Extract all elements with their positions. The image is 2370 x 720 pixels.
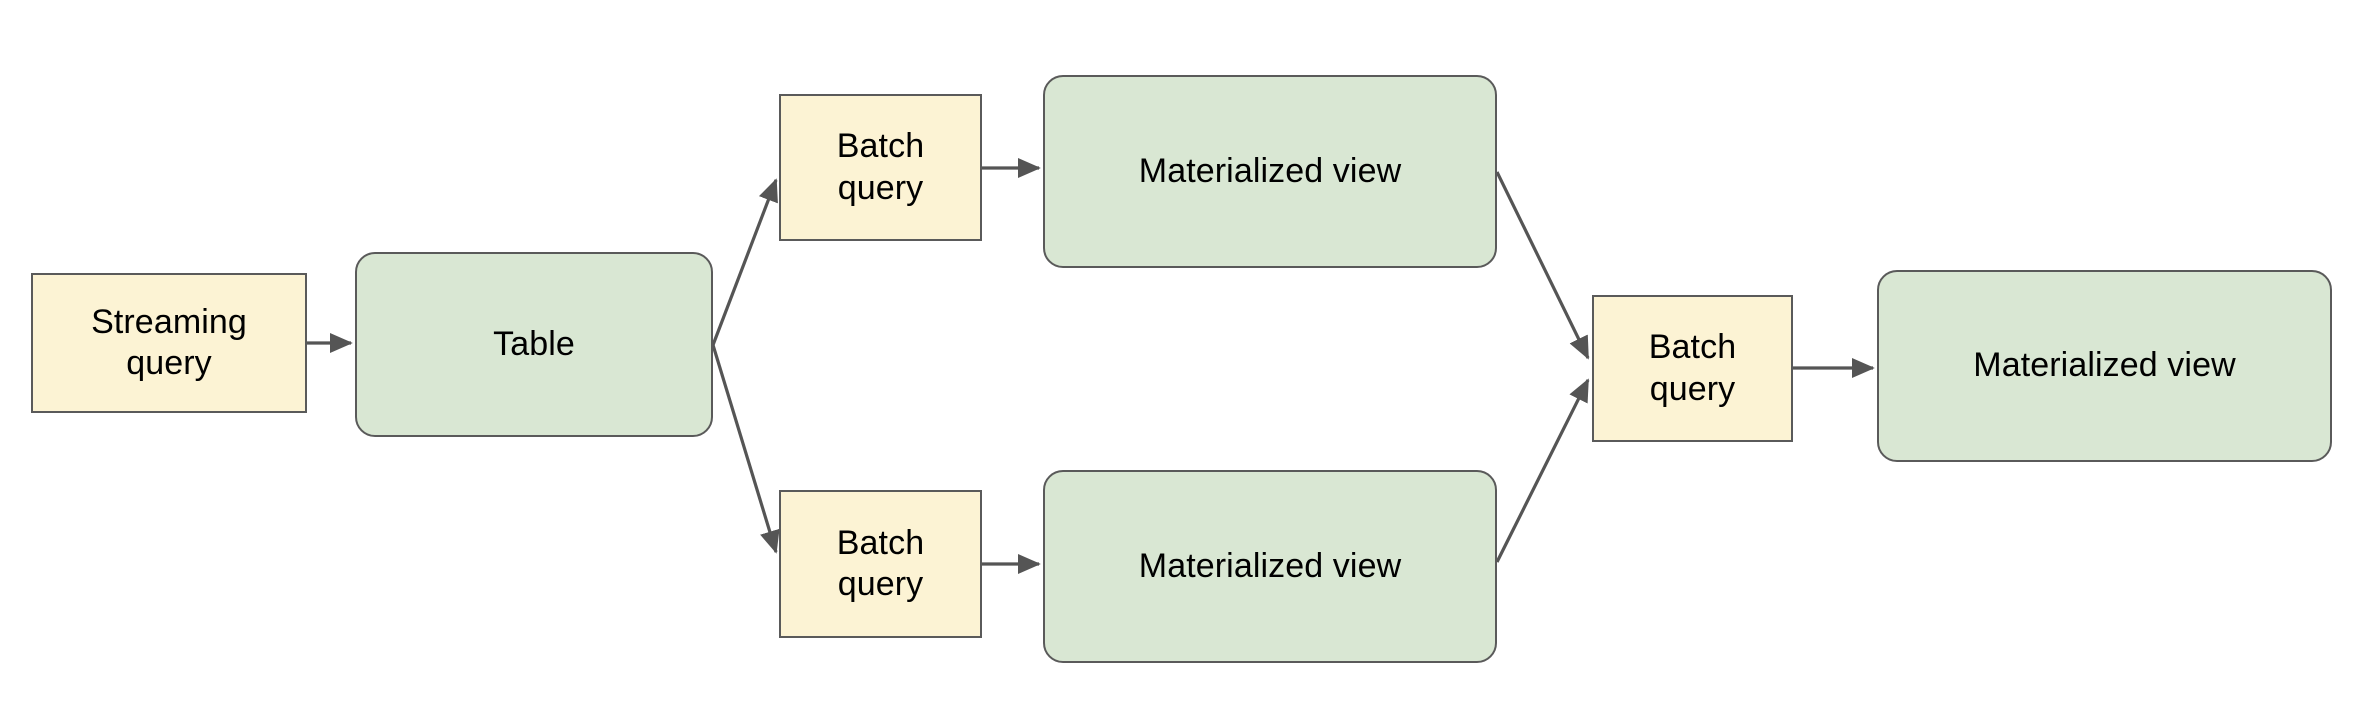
node-materialized-view-final[interactable]: Materialized view (1877, 270, 2332, 462)
node-materialized-view-top[interactable]: Materialized view (1043, 75, 1497, 268)
node-label: Table (493, 324, 575, 363)
edge-table-to-batch-query-bottom (711, 344, 780, 554)
node-label: Streaming query (91, 302, 247, 382)
node-batch-query-bottom[interactable]: Batch query (779, 490, 982, 638)
node-table[interactable]: Table (355, 252, 713, 437)
node-label: Materialized view (1973, 346, 2236, 385)
node-label: Materialized view (1138, 546, 1402, 585)
node-batch-query-merge[interactable]: Batch query (1592, 295, 1793, 442)
edge-materialized-view-bottom-to-batch-query-merge (1495, 378, 1590, 563)
edge-table-to-batch-query-top (711, 178, 778, 346)
node-batch-query-top[interactable]: Batch query (779, 94, 982, 241)
node-streaming-query[interactable]: Streaming query (31, 273, 307, 413)
node-materialized-view-bottom[interactable]: Materialized view (1043, 470, 1497, 663)
node-label: Batch query (836, 523, 925, 603)
node-label: Batch query (836, 127, 925, 207)
node-label: Materialized view (1138, 151, 1402, 190)
node-label: Batch query (1648, 328, 1737, 408)
edge-materialized-view-top-to-batch-query-merge (1495, 171, 1590, 360)
